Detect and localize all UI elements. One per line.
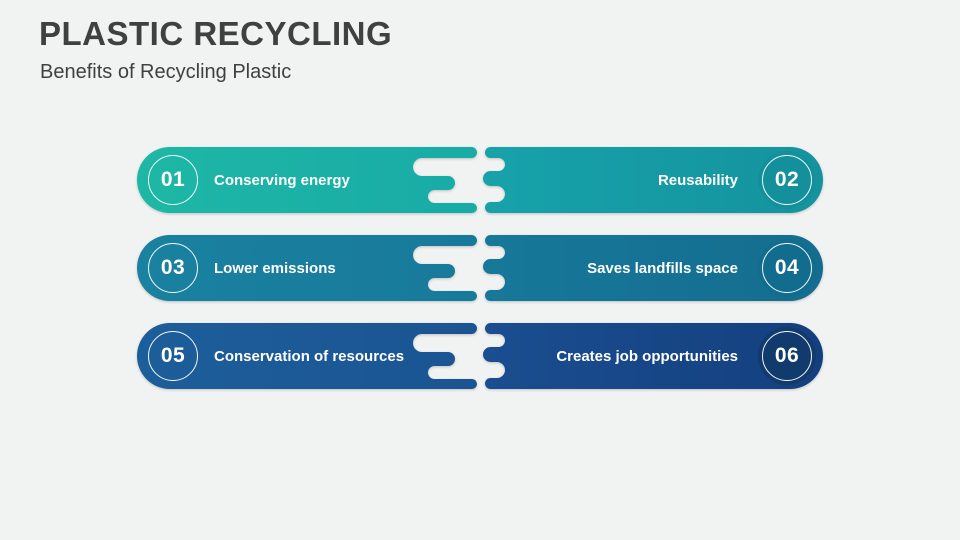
benefit-pill-01: 01 Conserving energy [137, 147, 477, 213]
benefit-label: Conserving energy [214, 171, 350, 189]
benefit-pill-05: 05 Conservation of resources [137, 323, 477, 389]
benefit-pill-06: Creates job opportunities 06 [477, 323, 823, 389]
number-badge: 02 [758, 151, 816, 209]
badge-number: 05 [160, 344, 186, 367]
page-subtitle: Benefits of Recycling Plastic [40, 61, 292, 83]
benefit-pill-02: Reusability 02 [477, 147, 823, 213]
badge-number: 02 [774, 168, 800, 191]
number-badge: 06 [758, 327, 816, 385]
number-badge: 03 [144, 239, 202, 297]
badge-number: 04 [774, 256, 800, 279]
number-badge: 05 [144, 327, 202, 385]
benefit-pill-04: Saves landfills space 04 [477, 235, 823, 301]
number-badge: 01 [144, 151, 202, 209]
badge-number: 06 [774, 344, 800, 367]
benefit-label: Conservation of resources [214, 347, 405, 365]
benefit-label: Creates job opportunities [556, 347, 738, 365]
benefit-pill-03: 03 Lower emissions [137, 235, 477, 301]
badge-number: 03 [160, 256, 186, 279]
page-title: PLASTIC RECYCLING [39, 15, 393, 52]
number-badge: 04 [758, 239, 816, 297]
badge-number: 01 [160, 168, 186, 191]
benefit-label: Reusability [657, 171, 738, 189]
benefit-label: Saves landfills space [587, 259, 738, 277]
benefit-label: Lower emissions [214, 259, 336, 277]
